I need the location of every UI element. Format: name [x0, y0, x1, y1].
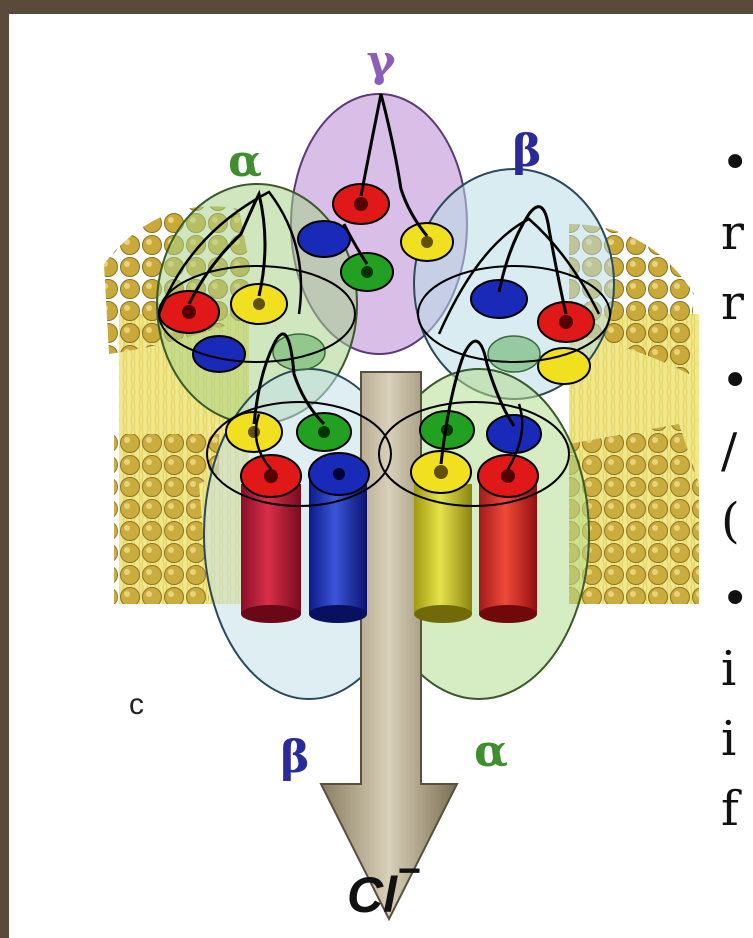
helix-yellow	[538, 348, 590, 384]
alpha-bottom-label: α	[474, 726, 508, 777]
helix-green	[488, 336, 540, 372]
cylinder-red-right	[479, 479, 537, 614]
side-text-line-4: •	[721, 352, 753, 410]
side-text-line-8: i	[721, 640, 753, 698]
side-text-line-6: (	[721, 492, 753, 550]
panel-letter: c	[129, 688, 144, 721]
alpha-top-label: α	[228, 136, 262, 187]
side-text-line-10: f	[721, 780, 753, 838]
side-text-line-2: r	[721, 204, 753, 262]
side-text-line-5: /	[721, 422, 753, 480]
gamma-label: γ	[366, 36, 396, 87]
side-text-line-7: •	[721, 570, 753, 628]
cylinder-blue-left	[309, 479, 367, 614]
helix-blue	[298, 221, 350, 257]
beta-top-label: β	[512, 126, 541, 177]
side-text-line-9: i	[721, 710, 753, 768]
helix-blue	[487, 415, 541, 453]
beta-bottom-label: β	[280, 732, 309, 783]
ion-charge: −	[397, 849, 420, 893]
slide-frame: γ α β β α c Cl− • r r • / ( • i i f	[9, 14, 753, 938]
side-text-line-1: •	[721, 134, 753, 192]
gabaa-receptor-diagram: γ α β β α c Cl−	[9, 14, 753, 938]
side-text-line-3: r	[721, 274, 753, 332]
ion-symbol: Cl	[347, 867, 398, 923]
